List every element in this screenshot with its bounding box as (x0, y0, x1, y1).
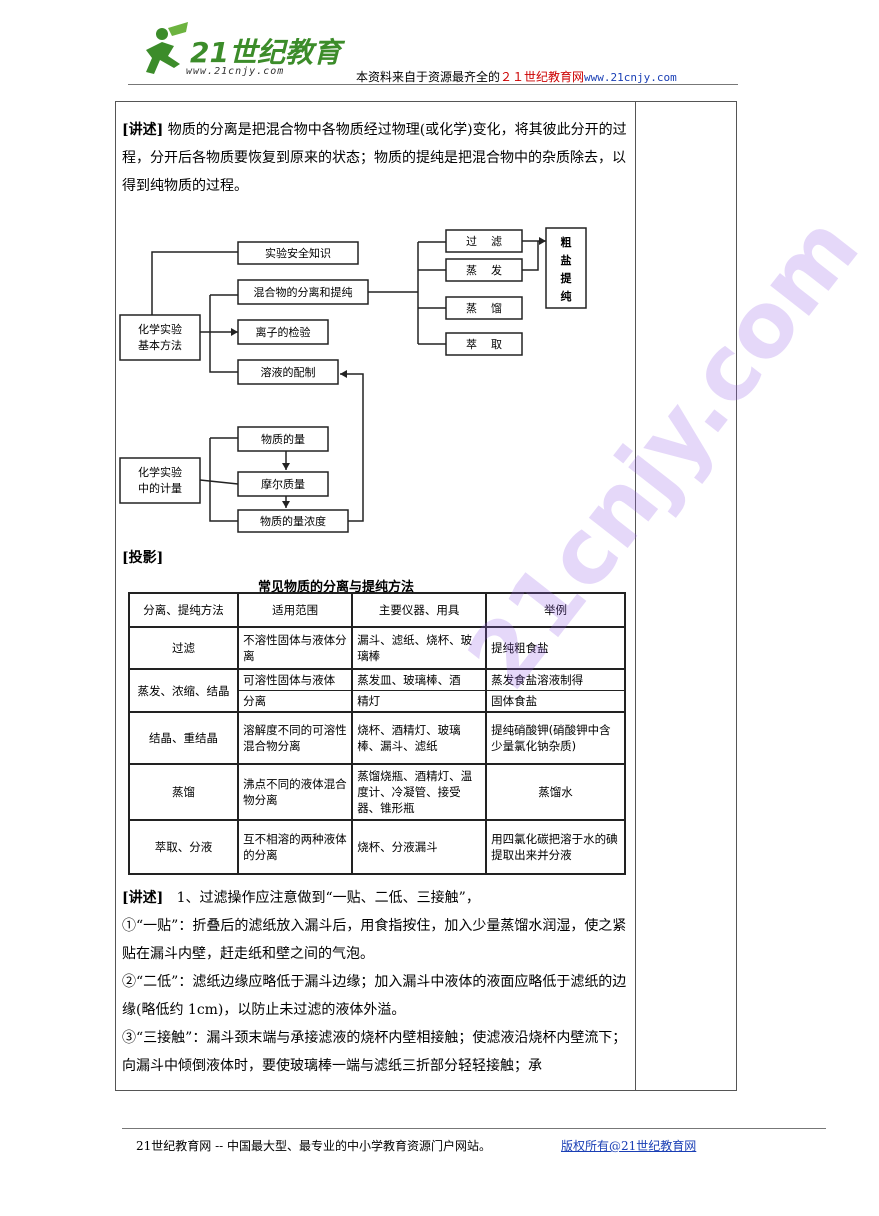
rule-one-stick: ①“一贴”：折叠后的滤纸放入漏斗后，用食指按住，加入少量蒸馏水润湿，使之紧贴在漏… (122, 918, 627, 962)
projection-tag: [投影] (122, 550, 164, 566)
intro-paragraph: [讲述] 物质的分离是把混合物中各物质经过物理(或化学)变化，将其彼此分开的过程… (122, 122, 627, 194)
header-url[interactable]: www.21cnjy.com (584, 71, 677, 84)
table-row: 萃取、分液 互不相溶的两种液体的分离 烧杯、分液漏斗 用四氯化碳把溶于水的碘提取… (127, 819, 626, 875)
salt-char-2: 盐 (561, 253, 572, 267)
table-row: 蒸发、浓缩、结晶 可溶性固体与液体分离 蒸发皿、玻璃棒、酒精灯 蒸发食盐溶液制得… (127, 668, 626, 713)
node-separation: 混合物的分离和提纯 (254, 285, 353, 299)
salt-char-3: 提 (561, 271, 573, 285)
op-distill: 蒸 馏 (466, 301, 502, 315)
node-concentration: 物质的量浓度 (260, 514, 326, 528)
content-frame (115, 101, 737, 1091)
root2-line1: 化学实验 (138, 465, 182, 479)
rule-three-touch: ③“三接触”：漏斗颈末端与承接滤液的烧杯内壁相接触；使滤液沿烧杯内壁流下；向漏斗… (122, 1030, 627, 1074)
copyright-link[interactable]: 版权所有@21世纪教育网 (561, 1139, 697, 1153)
separation-table: 分离、提纯方法 适用范围 主要仪器、用具 举例 过滤 不溶性固体与液体分离 漏斗… (127, 592, 626, 875)
table-row: 蒸馏 沸点不同的液体混合物分离 蒸馏烧瓶、酒精灯、温度计、冷凝管、接受器、锥形瓶… (127, 763, 626, 821)
table-row: 过滤 不溶性固体与液体分离 漏斗、滤纸、烧杯、玻璃棒 提纯粗食盐 (127, 626, 626, 670)
op-evaporate: 蒸 发 (466, 263, 502, 277)
rule-two-low: ②“二低”：滤纸边缘应略低于漏斗边缘；加入漏斗中液体的液面应略低于滤纸的边缘(略… (122, 974, 627, 1018)
column-divider (635, 101, 636, 1091)
op-extract: 萃 取 (466, 338, 502, 351)
footer-rule (122, 1128, 826, 1129)
table-header-row: 分离、提纯方法 适用范围 主要仪器、用具 举例 (127, 592, 626, 628)
salt-char-1: 粗 (561, 235, 572, 249)
table-title: 常见物质的分离与提纯方法 (258, 580, 415, 595)
root1-line2: 基本方法 (138, 338, 182, 352)
concept-diagram: 化学实验 基本方法 化学实验 中的计量 实验安全知识 混合物的分离和提纯 离子的… (119, 227, 587, 533)
table-row: 结晶、重结晶 溶解度不同的可溶性混合物分离 烧杯、酒精灯、玻璃棒、漏斗、滤纸 提… (127, 711, 626, 765)
header-rule (128, 84, 738, 85)
runner-icon (146, 22, 188, 74)
footer: 21世纪教育网 -- 中国最大型、最专业的中小学教育资源门户网站。 版权所有@2… (136, 1137, 696, 1154)
node-solution: 溶液的配制 (261, 365, 316, 379)
lecture-filter: [讲述] 1、过滤操作应注意做到“一贴、二低、三接触”， ①“一贴”：折叠后的滤… (122, 884, 628, 1080)
logo-text: 21世纪教育 (190, 36, 346, 69)
salt-char-4: 纯 (561, 289, 572, 303)
site-logo: 21世纪教育 (146, 22, 346, 74)
brand-name: ２１世纪教育网 (500, 70, 585, 84)
logo-url: www.21cnjy.com (186, 66, 285, 77)
root1-line1: 化学实验 (138, 322, 182, 336)
op-filter: 过 滤 (466, 235, 502, 248)
root2-line2: 中的计量 (138, 481, 182, 495)
node-safety: 实验安全知识 (265, 246, 331, 260)
header-tagline: 本资料来自于资源最齐全的２１世纪教育网www.21cnjy.com (356, 70, 677, 84)
footer-text: 21世纪教育网 -- 中国最大型、最专业的中小学教育资源门户网站。 (136, 1139, 492, 1153)
node-ion-test: 离子的检验 (256, 325, 311, 339)
node-molar-mass: 摩尔质量 (261, 477, 305, 491)
node-amount: 物质的量 (261, 432, 305, 446)
